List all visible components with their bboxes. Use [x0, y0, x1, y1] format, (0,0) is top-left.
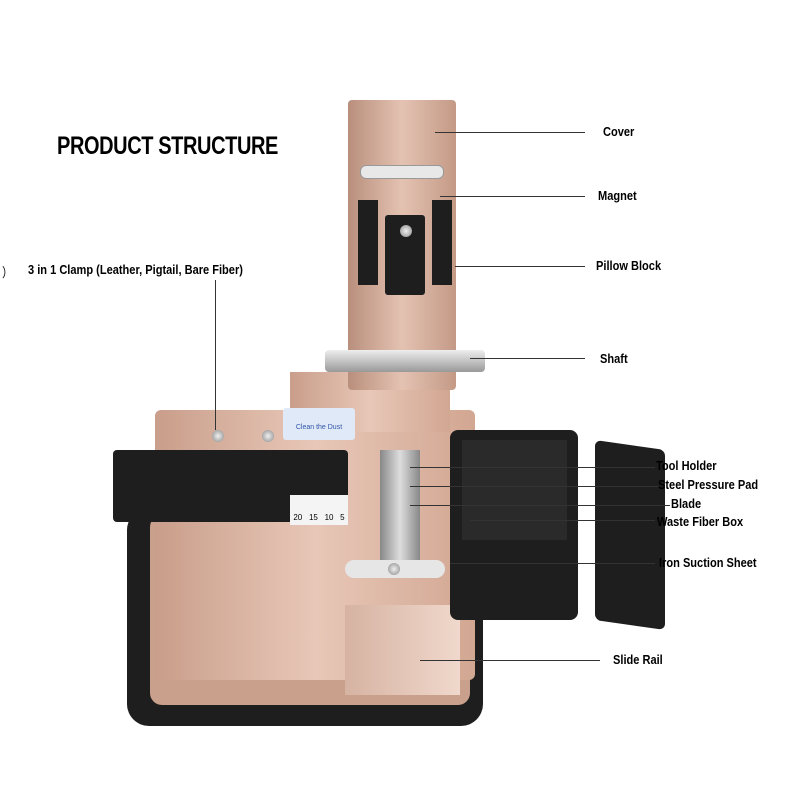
scale-10: 10: [324, 513, 334, 522]
label-iron-suction-sheet: Iron Suction Sheet: [659, 555, 757, 570]
leader-line: [455, 266, 585, 267]
leader-line: [215, 280, 216, 430]
label-tool-holder: Tool Holder: [656, 458, 717, 473]
screw-icon: [212, 430, 224, 442]
sticker: Clean the Dust: [283, 408, 355, 440]
label-waste-fiber-box: Waste Fiber Box: [657, 514, 744, 529]
clamp-scale: 20 15 10 5: [290, 495, 348, 525]
label-steel-pressure-pad: Steel Pressure Pad: [658, 477, 759, 492]
scale-5: 5: [340, 513, 345, 522]
leader-line: [440, 196, 585, 197]
leader-line: [470, 358, 585, 359]
screw-icon: [400, 225, 412, 237]
label-shaft: Shaft: [600, 351, 628, 366]
magnet: [360, 165, 444, 179]
slide-rail: [345, 605, 460, 695]
label-pillow-block: Pillow Block: [596, 258, 662, 273]
label-slide-rail: Slide Rail: [613, 652, 663, 667]
waste-box-lid: [595, 440, 665, 630]
label-magnet: Magnet: [598, 188, 637, 203]
label-blade: Blade: [671, 496, 702, 511]
screw-icon: [388, 563, 400, 575]
waste-box-opening: [462, 440, 567, 540]
screw-icon: [262, 430, 274, 442]
leader-line: [410, 505, 670, 506]
scale-20: 20: [293, 513, 303, 522]
leader-line: [450, 563, 655, 564]
leader-line: [435, 132, 585, 133]
scale-15: 15: [308, 513, 318, 522]
shaft: [325, 350, 485, 372]
pillow-block-left: [358, 200, 378, 285]
label-clamp: 3 in 1 Clamp (Leather, Pigtail, Bare Fib…: [28, 262, 243, 277]
leader-line: [420, 660, 600, 661]
pillow-block-right: [432, 200, 452, 285]
sticker-text: Clean the Dust: [295, 424, 343, 431]
leader-line: [470, 520, 655, 521]
leader-line: [410, 486, 660, 487]
diagram-title: PRODUCT STRUCTURE: [57, 132, 278, 160]
label-bracket: ）: [2, 265, 14, 280]
label-cover: Cover: [603, 124, 635, 139]
leader-line: [410, 467, 655, 468]
